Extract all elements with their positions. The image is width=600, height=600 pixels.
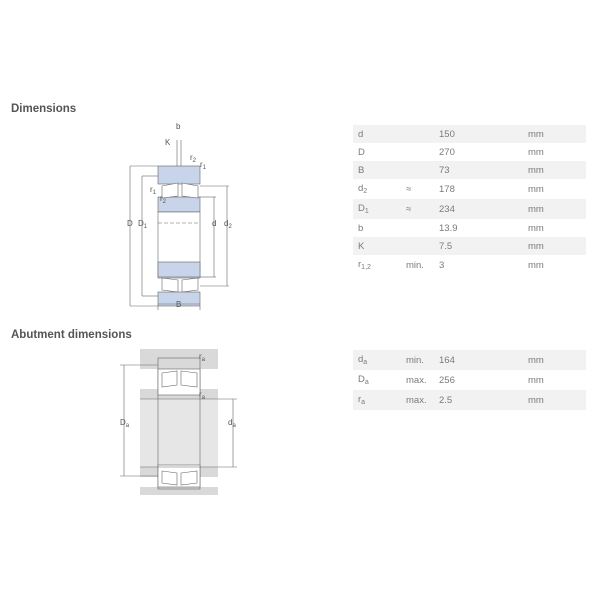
label-K: K <box>165 138 171 147</box>
abutment-drawing: ra ra Da da <box>120 349 237 495</box>
svg-text:ra: ra <box>199 352 206 363</box>
svg-text:r2: r2 <box>160 194 167 205</box>
svg-text:Da: Da <box>120 418 130 429</box>
svg-text:d2: d2 <box>224 219 232 230</box>
abutment-heading: Abutment dimensions <box>11 329 132 341</box>
svg-text:da: da <box>228 418 236 429</box>
svg-text:r1: r1 <box>150 185 157 196</box>
dimensions-heading: Dimensions <box>11 103 77 115</box>
label-D: D <box>127 219 133 228</box>
bearing-dimensions-drawing: b K r2 r1 r1 r2 D D1 d d2 B <box>127 122 232 310</box>
label-b: b <box>176 122 181 131</box>
label-d: d <box>212 219 216 228</box>
svg-text:r2: r2 <box>190 153 197 164</box>
svg-text:r1: r1 <box>200 160 207 171</box>
label-B: B <box>176 300 181 309</box>
svg-text:ra: ra <box>199 390 206 401</box>
svg-text:D1: D1 <box>138 219 148 230</box>
